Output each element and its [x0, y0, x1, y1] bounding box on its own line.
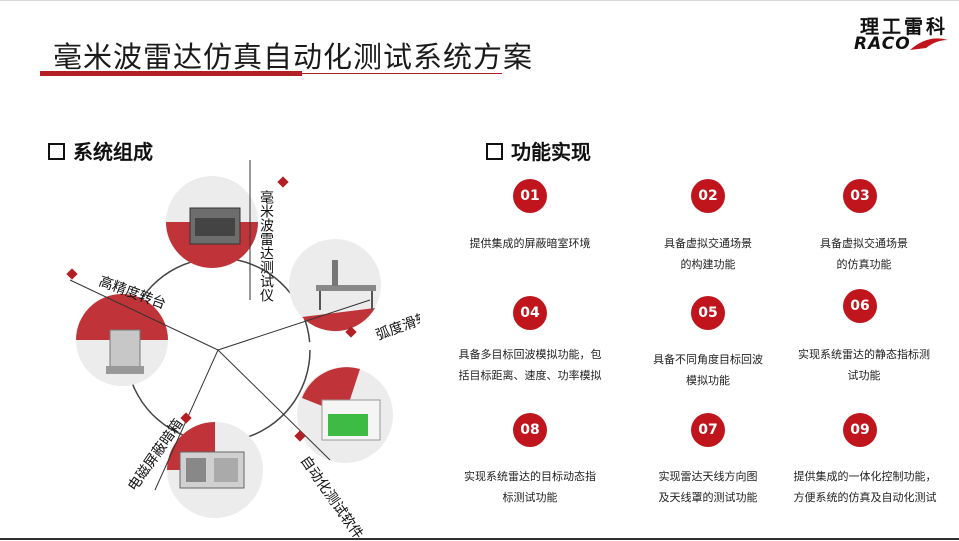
- title-underline-line: [302, 73, 502, 74]
- label-radar-tester: 毫米波雷达测试仪: [258, 189, 274, 302]
- function-desc-04: 具备多目标回波模拟功能，包括目标距离、速度、功率模拟: [440, 344, 620, 386]
- function-desc-09: 提供集成的一体化控制功能，方便系统的仿真及自动化测试: [774, 466, 956, 508]
- logo-english-text: RACO: [854, 34, 911, 54]
- shielded-box-device-icon: [180, 452, 244, 488]
- function-desc-03: 具备虚拟交通场景的仿真功能: [774, 233, 954, 275]
- label-arc-rail: 弧度滑轨: [374, 309, 420, 344]
- page-title: 毫米波雷达仿真自动化测试系统方案: [53, 34, 533, 76]
- checkbox-square-icon: [48, 143, 65, 160]
- system-composition-diagram: 毫米波雷达测试仪 弧度滑轨 自动化测试软件 电磁屏蔽暗箱 高精度转台: [40, 160, 420, 540]
- function-number-02: 02: [691, 179, 725, 213]
- title-underline-accent: [40, 71, 302, 76]
- function-number-01: 01: [513, 179, 547, 213]
- logo-swoosh-icon: [908, 36, 950, 54]
- company-logo: 理工雷科 RACO: [852, 12, 952, 52]
- checkbox-square-icon: [486, 143, 503, 160]
- function-number-05: 05: [691, 296, 725, 330]
- label-automation-software: 自动化测试软件: [297, 453, 366, 540]
- function-number-04: 04: [513, 296, 547, 330]
- function-number-08: 08: [513, 413, 547, 447]
- software-screen-icon: [322, 400, 380, 440]
- function-desc-01: 提供集成的屏蔽暗室环境: [440, 233, 620, 254]
- function-desc-02: 具备虚拟交通场景的构建功能: [618, 233, 798, 275]
- bottom-divider: [0, 538, 959, 540]
- function-number-07: 07: [691, 413, 725, 447]
- function-number-06: 06: [843, 289, 877, 323]
- function-desc-05: 具备不同角度目标回波模拟功能: [618, 349, 798, 391]
- top-divider: [0, 0, 959, 1]
- radar-tester-device-icon: [190, 208, 240, 244]
- function-desc-06: 实现系统雷达的静态指标测试功能: [774, 344, 954, 386]
- turntable-device-icon: [106, 330, 144, 374]
- function-implementation-label: 功能实现: [511, 140, 591, 164]
- function-implementation-heading: 功能实现: [486, 136, 591, 165]
- function-desc-07: 实现雷达天线方向图及天线罩的测试功能: [618, 466, 798, 508]
- function-number-03: 03: [843, 179, 877, 213]
- function-number-09: 09: [843, 413, 877, 447]
- function-desc-08: 实现系统雷达的目标动态指标测试功能: [440, 466, 620, 508]
